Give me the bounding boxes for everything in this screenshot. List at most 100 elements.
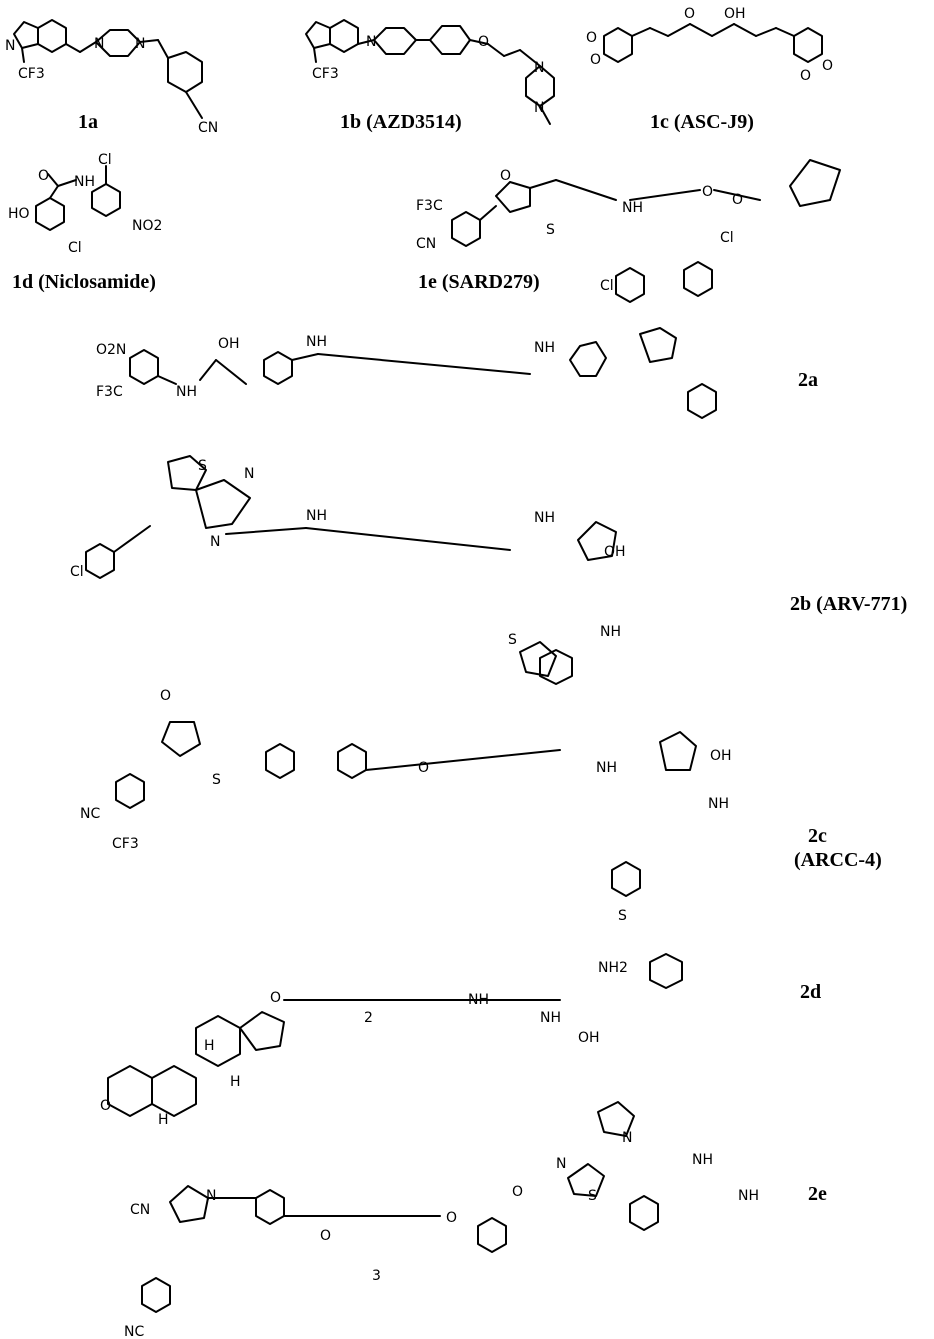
atom-nh: NH	[468, 992, 489, 1008]
atom-h: H	[230, 1074, 241, 1090]
atom-o: O	[100, 1098, 111, 1114]
atom-nh: NH	[176, 384, 197, 400]
atom-cf3: CF3	[312, 66, 339, 82]
atom-o2n: O2N	[96, 342, 126, 358]
atom-sub2: 2	[364, 1010, 373, 1026]
atom-o: O	[822, 58, 833, 74]
atom-n: N	[94, 36, 104, 52]
atom-h: H	[204, 1038, 215, 1054]
atom-nh: NH	[540, 1010, 561, 1026]
atom-o: O	[590, 52, 601, 68]
structure-2d: O O H H H 2 NH NH NH2 OH 2d	[100, 953, 821, 1128]
atom-oh: OH	[710, 748, 732, 764]
atom-nc: NC	[80, 806, 100, 822]
atom-cl: Cl	[98, 152, 112, 168]
atom-cf3: CF3	[112, 836, 139, 852]
atom-n: N	[556, 1156, 566, 1172]
atom-n: N	[206, 1188, 216, 1204]
atom-nh: NH	[74, 174, 95, 190]
label-1b: 1b (AZD3514)	[340, 111, 462, 133]
atom-cn: CN	[198, 120, 218, 136]
atom-oh: OH	[218, 336, 240, 352]
atom-nh2: NH2	[598, 960, 628, 976]
atom-o: O	[500, 168, 511, 184]
atom-o: O	[446, 1210, 457, 1226]
atom-o: O	[320, 1228, 331, 1244]
label-2c-line1: 2c	[808, 825, 827, 847]
atom-nh: NH	[306, 334, 327, 350]
atom-h: H	[158, 1112, 169, 1128]
atom-oh: OH	[578, 1030, 600, 1046]
atom-s: S	[618, 908, 627, 924]
atom-n: N	[622, 1130, 632, 1146]
atom-cf3: CF3	[18, 66, 45, 82]
label-1e: 1e (SARD279)	[418, 271, 540, 293]
structure-2b: Cl S N N NH NH OH NH S 2b (ARV-771)	[70, 455, 907, 685]
atom-sub3: 3	[372, 1268, 381, 1284]
atom-o: O	[512, 1184, 523, 1200]
atom-nh: NH	[600, 624, 621, 640]
atom-n: N	[534, 60, 544, 76]
atom-o: O	[684, 6, 695, 22]
atom-o: O	[160, 688, 171, 704]
label-2d: 2d	[800, 981, 821, 1003]
atom-o: O	[478, 34, 489, 50]
atom-o: O	[586, 30, 597, 46]
atom-nh: NH	[534, 340, 555, 356]
atom-o: O	[702, 184, 713, 200]
atom-cn: CN	[130, 1202, 150, 1218]
structure-1a: N N N CF3 CN 1a	[5, 19, 218, 136]
label-1d: 1d (Niclosamide)	[12, 271, 156, 293]
atom-o: O	[270, 990, 281, 1006]
label-2b: 2b (ARV-771)	[790, 593, 907, 615]
atom-n: N	[210, 534, 220, 550]
atom-f3c: F3C	[416, 198, 443, 214]
structure-1c: O OH O O O O 1c (ASC-J9)	[586, 6, 833, 133]
structure-2e: CN N NC O 3 O O S N N NH NH 2e	[124, 1101, 827, 1339]
atom-n: N	[5, 38, 15, 54]
atom-s: S	[212, 772, 221, 788]
atom-cn: CN	[416, 236, 436, 252]
atom-o: O	[800, 68, 811, 84]
atom-s: S	[588, 1188, 597, 1204]
atom-nc: NC	[124, 1324, 144, 1339]
label-2e: 2e	[808, 1183, 827, 1205]
atom-oh: OH	[724, 6, 746, 22]
atom-n: N	[135, 36, 145, 52]
atom-nh: NH	[738, 1188, 759, 1204]
atom-nh: NH	[534, 510, 555, 526]
atom-n: N	[244, 466, 254, 482]
label-2a: 2a	[798, 369, 818, 391]
atom-nh: NH	[622, 200, 643, 216]
atom-nh: NH	[708, 796, 729, 812]
atom-s: S	[198, 458, 207, 474]
atom-cl: Cl	[70, 564, 84, 580]
atom-cl: Cl	[720, 230, 734, 246]
atom-oh: OH	[604, 544, 626, 560]
structure-1b: N O N N CF3 1b (AZD3514)	[305, 19, 555, 133]
structure-2c: NC CF3 O S O NH OH NH S 2c (ARCC-4)	[80, 688, 882, 924]
structure-1d: O NH Cl HO NO2 Cl 1d (Niclosamide)	[8, 152, 162, 293]
atom-cl: Cl	[600, 278, 614, 294]
atom-ho: HO	[8, 206, 30, 222]
atom-nh: NH	[306, 508, 327, 524]
atom-s: S	[546, 222, 555, 238]
label-2c-line2: (ARCC-4)	[794, 849, 882, 871]
atom-o: O	[38, 168, 49, 184]
structure-1e: F3C CN O S NH O O 1e (SARD279)	[416, 159, 841, 293]
label-1a: 1a	[78, 111, 98, 133]
atom-f3c: F3C	[96, 384, 123, 400]
atom-nh: NH	[692, 1152, 713, 1168]
atom-o: O	[732, 192, 743, 208]
structure-2a: O2N F3C NH OH NH NH Cl Cl 2a	[96, 230, 818, 419]
atom-no2: NO2	[132, 218, 162, 234]
label-1c: 1c (ASC-J9)	[650, 111, 754, 133]
atom-n: N	[366, 34, 376, 50]
atom-s: S	[508, 632, 517, 648]
atom-cl: Cl	[68, 240, 82, 256]
atom-nh: NH	[596, 760, 617, 776]
atom-n: N	[534, 100, 544, 116]
atom-o: O	[418, 760, 429, 776]
